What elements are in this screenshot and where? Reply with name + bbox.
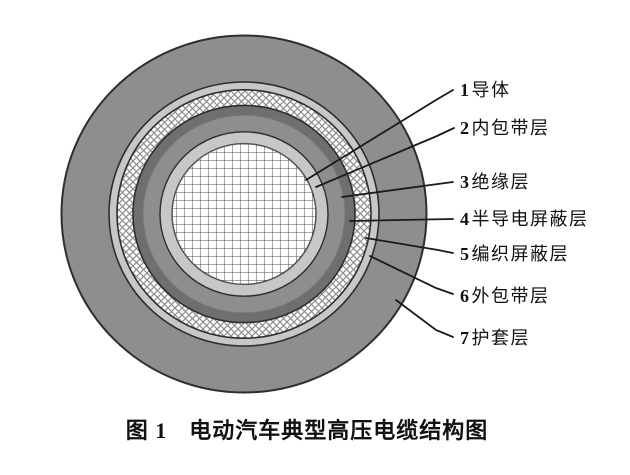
- layer-label-7-text: 护套层: [472, 328, 531, 348]
- layer-label-4-number: 4: [460, 209, 470, 229]
- layer-label-7-number: 7: [460, 328, 470, 348]
- layer-label-2-number: 2: [460, 118, 470, 138]
- layer-conductor: [171, 142, 317, 286]
- leader-line-6: [369, 255, 454, 295]
- leader-line-1: [305, 89, 454, 181]
- leader-line-7: [395, 299, 454, 338]
- layer-label-5-text: 编织屏蔽层: [472, 244, 570, 264]
- layer-label-3-text: 绝缘层: [472, 172, 531, 192]
- leader-line-3: [341, 181, 454, 198]
- layer-label-6-number: 6: [460, 286, 470, 306]
- leader-line-4: [349, 218, 454, 222]
- figure-caption-prefix: 图 1: [126, 418, 168, 443]
- layer-label-1-number: 1: [460, 80, 470, 100]
- leader-line-5: [365, 237, 454, 254]
- layer-label-2-text: 内包带层: [472, 118, 550, 138]
- layer-label-3-number: 3: [460, 172, 470, 192]
- leader-line-2: [315, 127, 455, 188]
- layer-label-6-text: 外包带层: [472, 286, 550, 306]
- layer-label-4-text: 半导电屏蔽层: [472, 209, 589, 229]
- layer-label-1-text: 导体: [472, 80, 511, 100]
- figure-caption-title: 电动汽车典型高压电缆结构图: [189, 418, 488, 443]
- layer-label-5-number: 5: [460, 244, 470, 264]
- figure-caption: 图 1 电动汽车典型高压电缆结构图: [126, 418, 489, 443]
